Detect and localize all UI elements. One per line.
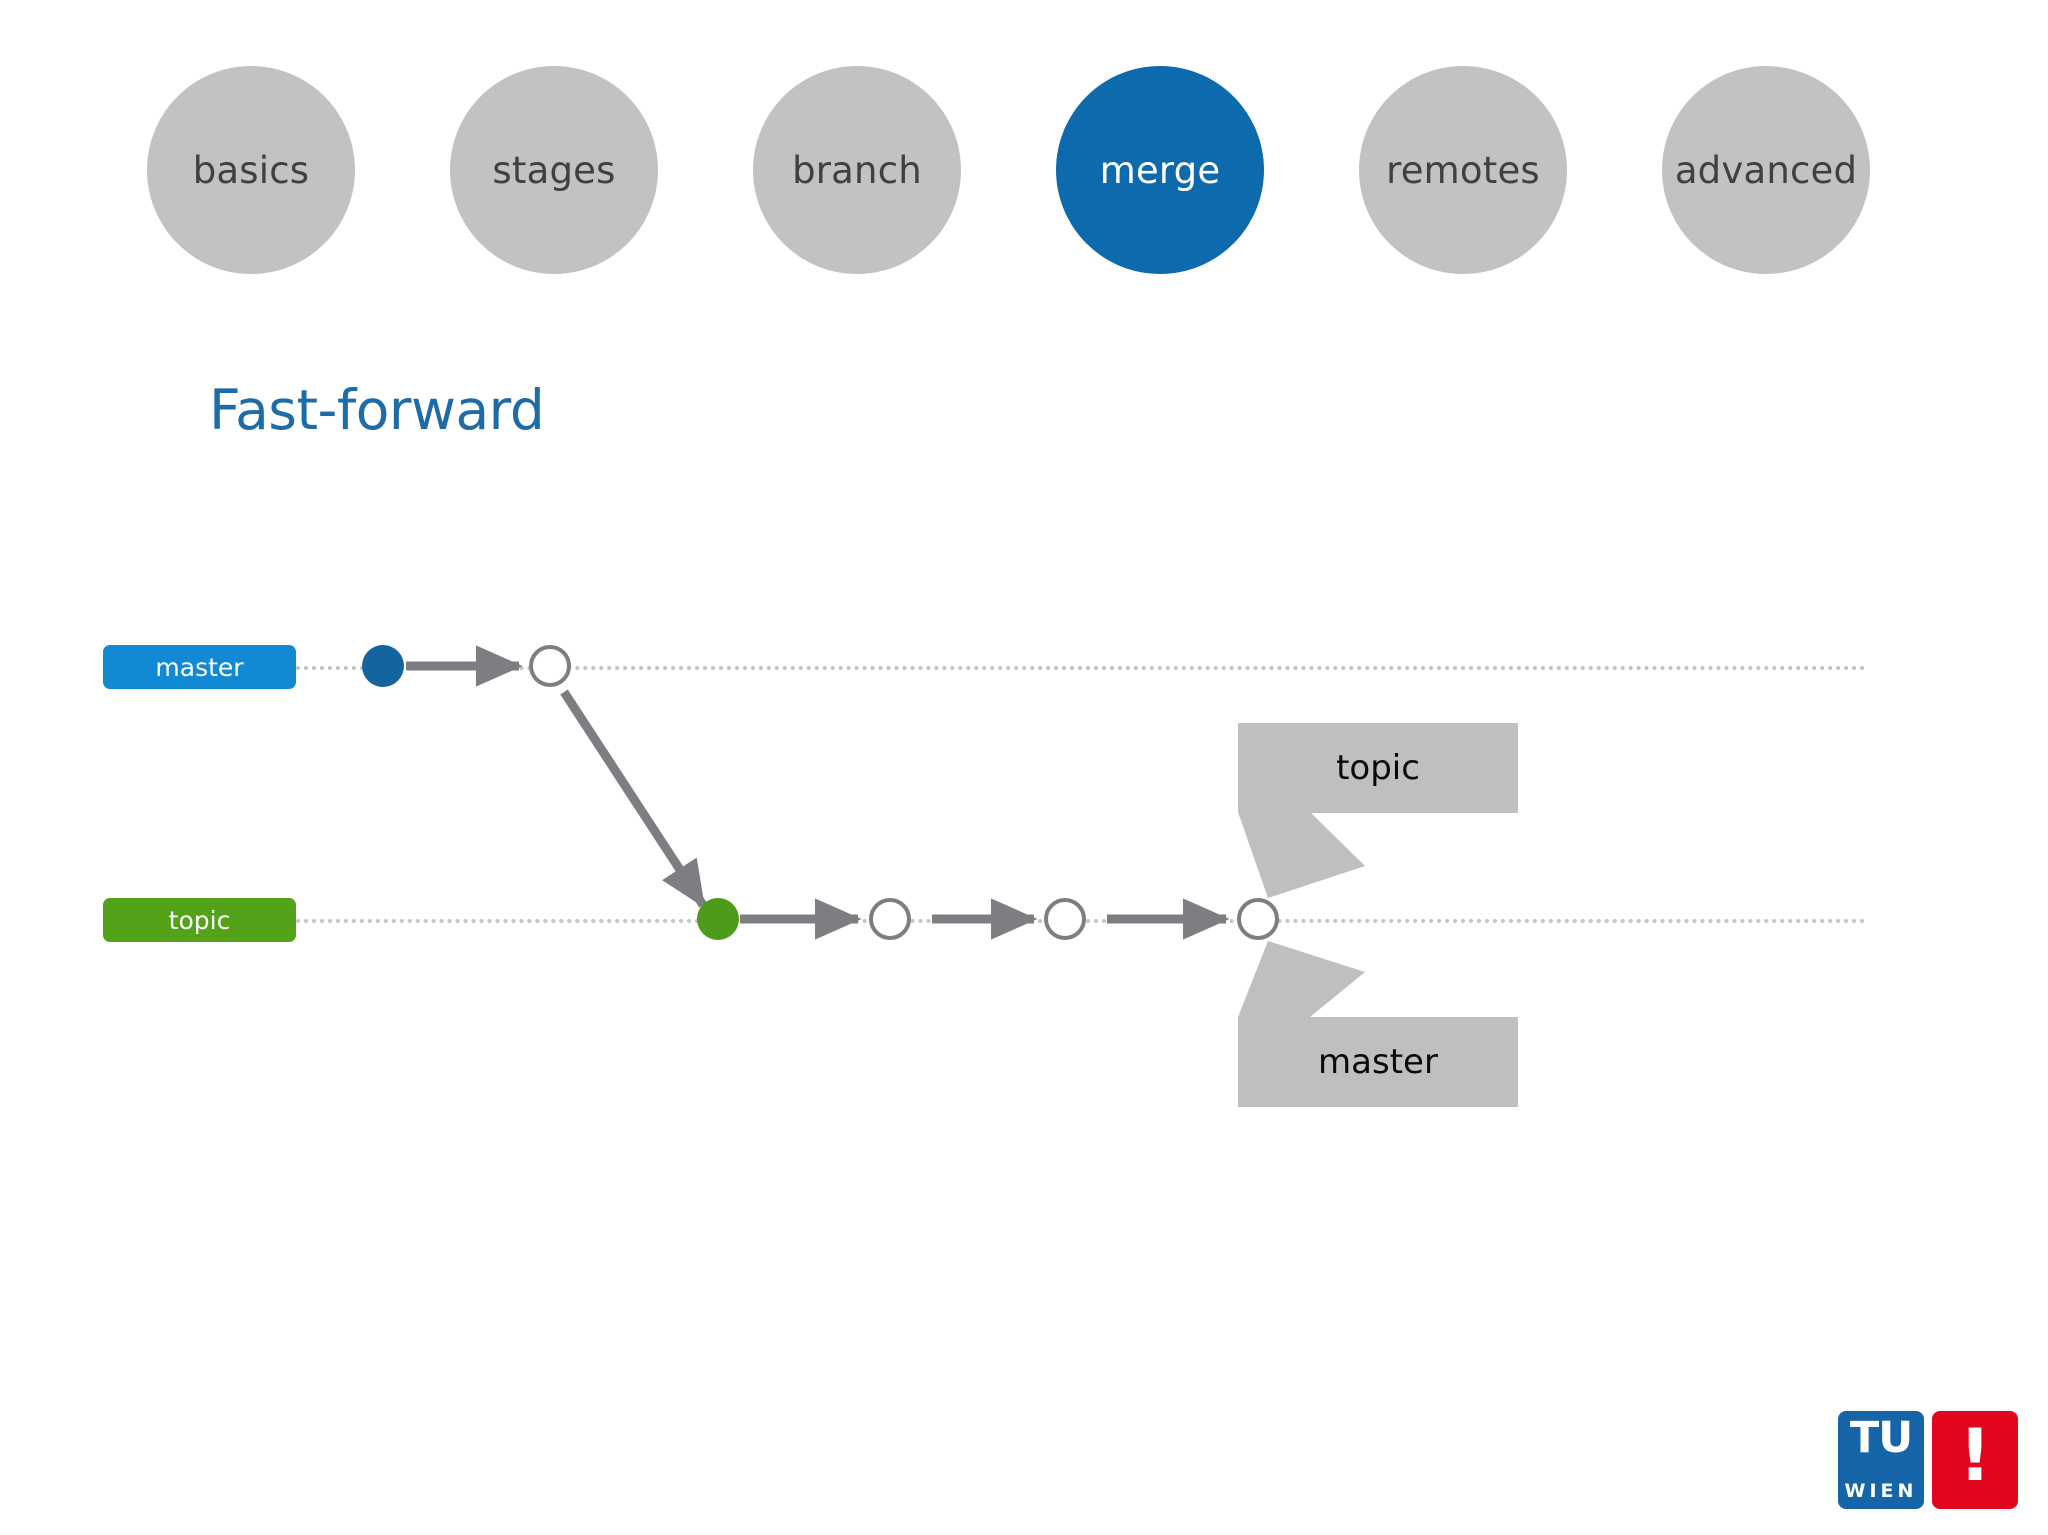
branch-pill-topic-label: topic [168,905,231,935]
nav-circle-branch[interactable]: branch [753,66,961,274]
tu-wien-logo-blue-block: TU WIEN [1838,1411,1924,1509]
commit-node-topic-4[interactable] [1237,898,1279,940]
nav-circle-merge[interactable]: merge [1056,66,1264,274]
lane-line-master [296,666,1866,670]
nav-label-basics: basics [192,148,310,192]
branch-pill-master[interactable]: master [103,645,296,689]
tu-wien-logo-exclamation: ! [1958,1413,1992,1497]
page-title: Fast-forward [209,378,545,442]
branch-pill-topic[interactable]: topic [103,898,296,942]
tu-wien-logo-tu-text: TU [1849,1413,1913,1463]
callout-tail-topic [1238,812,1365,898]
commit-node-master-1[interactable] [362,645,404,687]
nav-label-advanced: advanced [1674,148,1858,192]
callout-tail-master [1238,941,1365,1017]
commit-node-topic-1[interactable] [697,898,739,940]
commit-node-topic-2[interactable] [869,898,911,940]
callout-topic: topic [1238,723,1518,813]
commit-node-master-2[interactable] [529,645,571,687]
commit-node-topic-3[interactable] [1044,898,1086,940]
nav-label-branch: branch [792,148,922,192]
callout-topic-label: topic [1336,748,1420,788]
tu-wien-logo-wien-text: WIEN [1844,1480,1918,1502]
section-navigation: basics stages branch merge remotes advan… [147,66,1907,278]
nav-circle-basics[interactable]: basics [147,66,355,274]
nav-label-stages: stages [492,148,616,192]
callout-master-label: master [1318,1042,1438,1082]
branch-pill-master-label: master [155,652,244,682]
nav-circle-advanced[interactable]: advanced [1662,66,1870,274]
arrow-branch-m2-t1 [560,689,707,909]
nav-label-remotes: remotes [1386,148,1540,192]
callout-master: master [1238,1017,1518,1107]
tu-wien-logo-red-block: ! [1932,1411,2018,1509]
nav-circle-stages[interactable]: stages [450,66,658,274]
tu-wien-logo: TU WIEN ! [1838,1411,2021,1509]
nav-circle-remotes[interactable]: remotes [1359,66,1567,274]
nav-label-merge: merge [1099,148,1221,192]
